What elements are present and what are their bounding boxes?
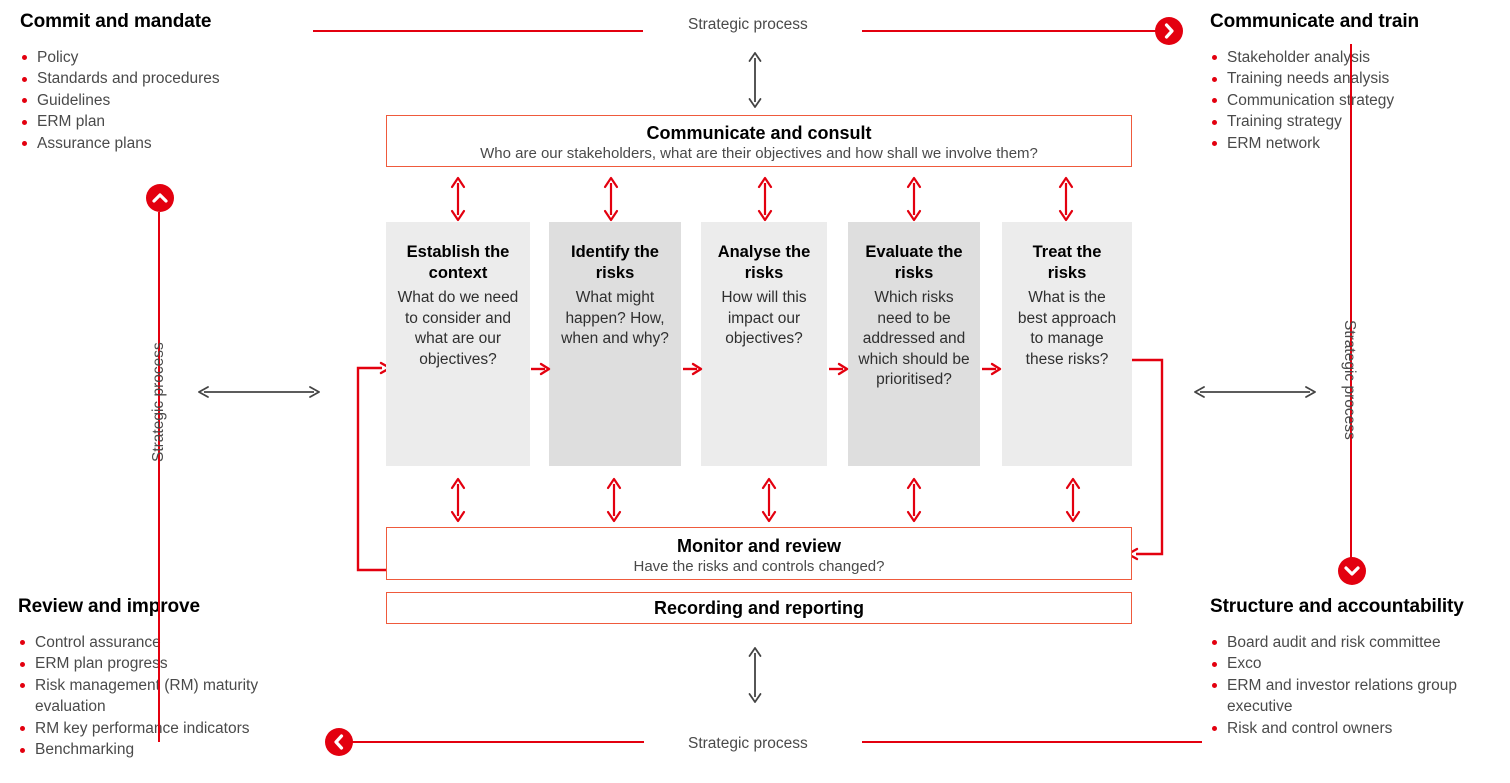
double-arrow-red-top-4-icon	[901, 176, 927, 222]
double-arrow-red-bottom-1-icon	[445, 477, 471, 523]
process-step-question: What do we need to consider and what are…	[397, 289, 519, 368]
list-item: Policy	[20, 47, 320, 69]
arrow-right-step-2-to-3-icon	[681, 358, 703, 380]
list-item: Training needs analysis	[1210, 68, 1500, 90]
list-item: ERM and investor relations group executi…	[1210, 675, 1505, 718]
list-item: ERM plan progress	[18, 653, 318, 675]
list-item: Standards and procedures	[20, 68, 320, 90]
corner-block-communicate-and-train: Communicate and train Stakeholder analys…	[1210, 11, 1500, 155]
list-item: Stakeholder analysis	[1210, 47, 1500, 69]
list-item: Guidelines	[20, 90, 320, 112]
banner-recording-and-reporting: Recording and reporting	[386, 592, 1132, 624]
strategic-process-top-line-right	[862, 30, 1162, 33]
double-arrow-red-top-2-icon	[598, 176, 624, 222]
double-arrow-red-bottom-4-icon	[901, 477, 927, 523]
double-arrow-red-bottom-5-icon	[1060, 477, 1086, 523]
strategic-process-label-top: Strategic process	[688, 16, 808, 33]
process-step-establish-the-context: Establish the context What do we need to…	[386, 222, 530, 466]
chevron-down-icon	[1338, 557, 1366, 585]
banner-monitor-and-review: Monitor and review Have the risks and co…	[386, 527, 1132, 580]
chevron-up-icon	[146, 184, 174, 212]
double-arrow-horizontal-right-icon	[1192, 382, 1318, 402]
double-arrow-red-top-1-icon	[445, 176, 471, 222]
corner-list: Control assurance ERM plan progress Risk…	[18, 632, 318, 761]
arrow-right-step-4-to-5-icon	[980, 358, 1002, 380]
list-item: RM key performance indicators	[18, 718, 318, 740]
arrow-right-step-1-to-2-icon	[529, 358, 551, 380]
corner-block-commit-and-mandate: Commit and mandate Policy Standards and …	[20, 11, 320, 155]
process-step-identify-the-risks: Identify the risks What might happen? Ho…	[549, 222, 681, 466]
corner-title: Communicate and train	[1210, 11, 1420, 32]
list-item: Communication strategy	[1210, 90, 1500, 112]
process-step-evaluate-the-risks: Evaluate the risks Which risks need to b…	[848, 222, 980, 466]
banner-subtitle: Who are our stakeholders, what are their…	[480, 145, 1038, 162]
list-item: ERM plan	[20, 111, 320, 133]
banner-title: Monitor and review	[676, 536, 842, 556]
banner-title: Recording and reporting	[653, 598, 864, 618]
corner-title: Commit and mandate	[20, 11, 212, 32]
process-step-analyse-the-risks: Analyse the risks How will this impact o…	[701, 222, 827, 466]
process-step-title: Establish the context	[406, 243, 510, 282]
banner-subtitle: Have the risks and controls changed?	[633, 558, 885, 575]
list-item: Training strategy	[1210, 111, 1500, 133]
corner-list: Stakeholder analysis Training needs anal…	[1210, 47, 1500, 155]
list-item: Board audit and risk committee	[1210, 632, 1505, 654]
arrow-right-step-3-to-4-icon	[827, 358, 849, 380]
chevron-left-icon	[325, 728, 353, 756]
double-arrow-vertical-bottom-icon	[742, 645, 768, 705]
process-step-question: What is the best approach to manage thes…	[1017, 289, 1117, 368]
process-step-title: Analyse the risks	[717, 243, 811, 282]
strategic-process-label-right: Strategic process	[1341, 320, 1358, 440]
double-arrow-red-bottom-2-icon	[601, 477, 627, 523]
process-step-treat-the-risks: Treat the risks What is the best approac…	[1002, 222, 1132, 466]
process-step-question: How will this impact our objectives?	[721, 289, 807, 347]
double-arrow-horizontal-left-icon	[196, 382, 322, 402]
strategic-process-label-bottom: Strategic process	[688, 735, 808, 752]
banner-title: Communicate and consult	[646, 123, 872, 143]
strategic-process-left-line	[158, 212, 161, 742]
banner-communicate-and-consult: Communicate and consult Who are our stak…	[386, 115, 1132, 167]
double-arrow-red-bottom-3-icon	[756, 477, 782, 523]
double-arrow-red-top-5-icon	[1053, 176, 1079, 222]
strategic-process-right-line	[1350, 44, 1353, 560]
strategic-process-bottom-line-left	[350, 741, 644, 744]
list-item: Control assurance	[18, 632, 318, 654]
double-arrow-vertical-top-icon	[742, 50, 768, 110]
list-item: Risk and control owners	[1210, 718, 1505, 740]
list-item: Exco	[1210, 653, 1505, 675]
corner-block-structure-and-accountability: Structure and accountability Board audit…	[1210, 596, 1505, 740]
process-step-question: Which risks need to be addressed and whi…	[858, 289, 970, 388]
strategic-process-top-line-left	[313, 30, 643, 33]
list-item: Risk management (RM) maturity evaluation	[18, 675, 318, 718]
strategic-process-label-left: Strategic process	[150, 342, 167, 462]
corner-block-review-and-improve: Review and improve Control assurance ERM…	[18, 596, 318, 761]
corner-list: Board audit and risk committee Exco ERM …	[1210, 632, 1505, 740]
list-item: ERM network	[1210, 133, 1500, 155]
chevron-right-icon	[1155, 17, 1183, 45]
process-step-title: Treat the risks	[1032, 243, 1102, 282]
corner-list: Policy Standards and procedures Guidelin…	[20, 47, 320, 155]
strategic-process-bottom-line-right	[862, 741, 1202, 744]
process-step-title: Identify the risks	[570, 243, 659, 282]
double-arrow-red-top-3-icon	[752, 176, 778, 222]
process-step-question: What might happen? How, when and why?	[561, 289, 669, 347]
corner-title: Review and improve	[18, 596, 200, 617]
list-item: Benchmarking	[18, 739, 318, 761]
process-step-title: Evaluate the risks	[865, 243, 963, 282]
corner-title: Structure and accountability	[1210, 596, 1464, 617]
list-item: Assurance plans	[20, 133, 320, 155]
